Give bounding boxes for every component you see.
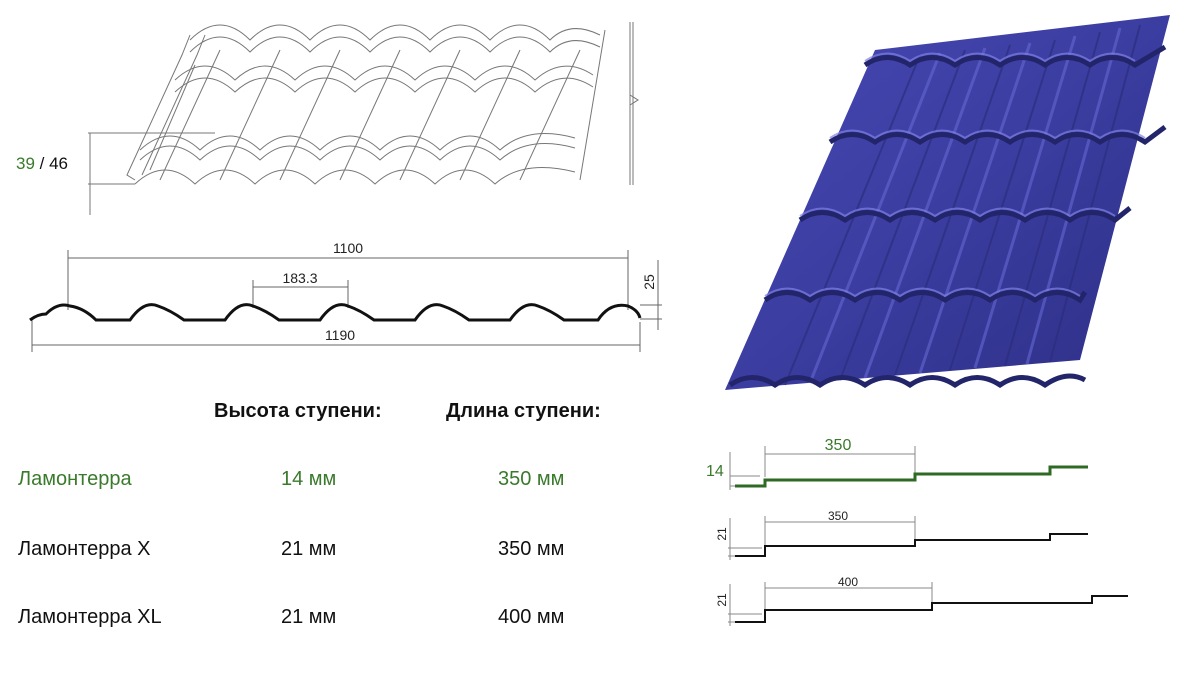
header-step-height: Высота ступени: [214,400,382,422]
dim-1100: 1100 [333,240,363,256]
profile-cross-section: 1100 183.3 1190 25 [29,240,662,352]
sheet-height-primary: 39 [16,154,35,173]
step-profile-3: 400 21 [715,575,1128,626]
row-2-name: Ламонтерра X [18,538,151,560]
step-profile-2: 350 21 [715,509,1088,560]
profile-wave-line [29,303,642,322]
dim-25: 25 [641,274,657,290]
step-line-3 [735,595,1128,623]
sheet-height-secondary: 46 [49,154,69,173]
row-2-height: 21 мм [281,538,337,560]
dim-183: 183.3 [282,270,317,286]
dim-1190: 1190 [325,327,355,343]
row-2-length: 350 мм [498,538,565,560]
row-3-length: 400 мм [498,606,565,628]
sheet-height-label: 39 / 46 [16,154,68,174]
row-1-name: Ламонтерра [18,468,132,490]
row-3-height: 21 мм [281,606,337,628]
metal-tile-illustration [725,15,1170,390]
row-1-height: 14 мм [281,468,337,490]
sheet-height-separator: / [34,154,50,173]
row-3-name: Ламонтерра XL [18,606,162,628]
step-3-length: 400 [838,575,858,589]
tile-sheet-sketch [88,22,639,215]
header-step-length: Длина ступени: [446,400,601,422]
step-line-1 [735,465,1088,488]
step-2-height: 21 [715,527,729,541]
step-3-height: 21 [715,593,729,607]
step-profile-1: 350 14 [706,437,1088,490]
step-line-2 [735,533,1088,557]
step-1-height: 14 [706,463,724,480]
step-1-length: 350 [825,437,852,454]
step-2-length: 350 [828,509,848,523]
row-1-length: 350 мм [498,468,565,490]
